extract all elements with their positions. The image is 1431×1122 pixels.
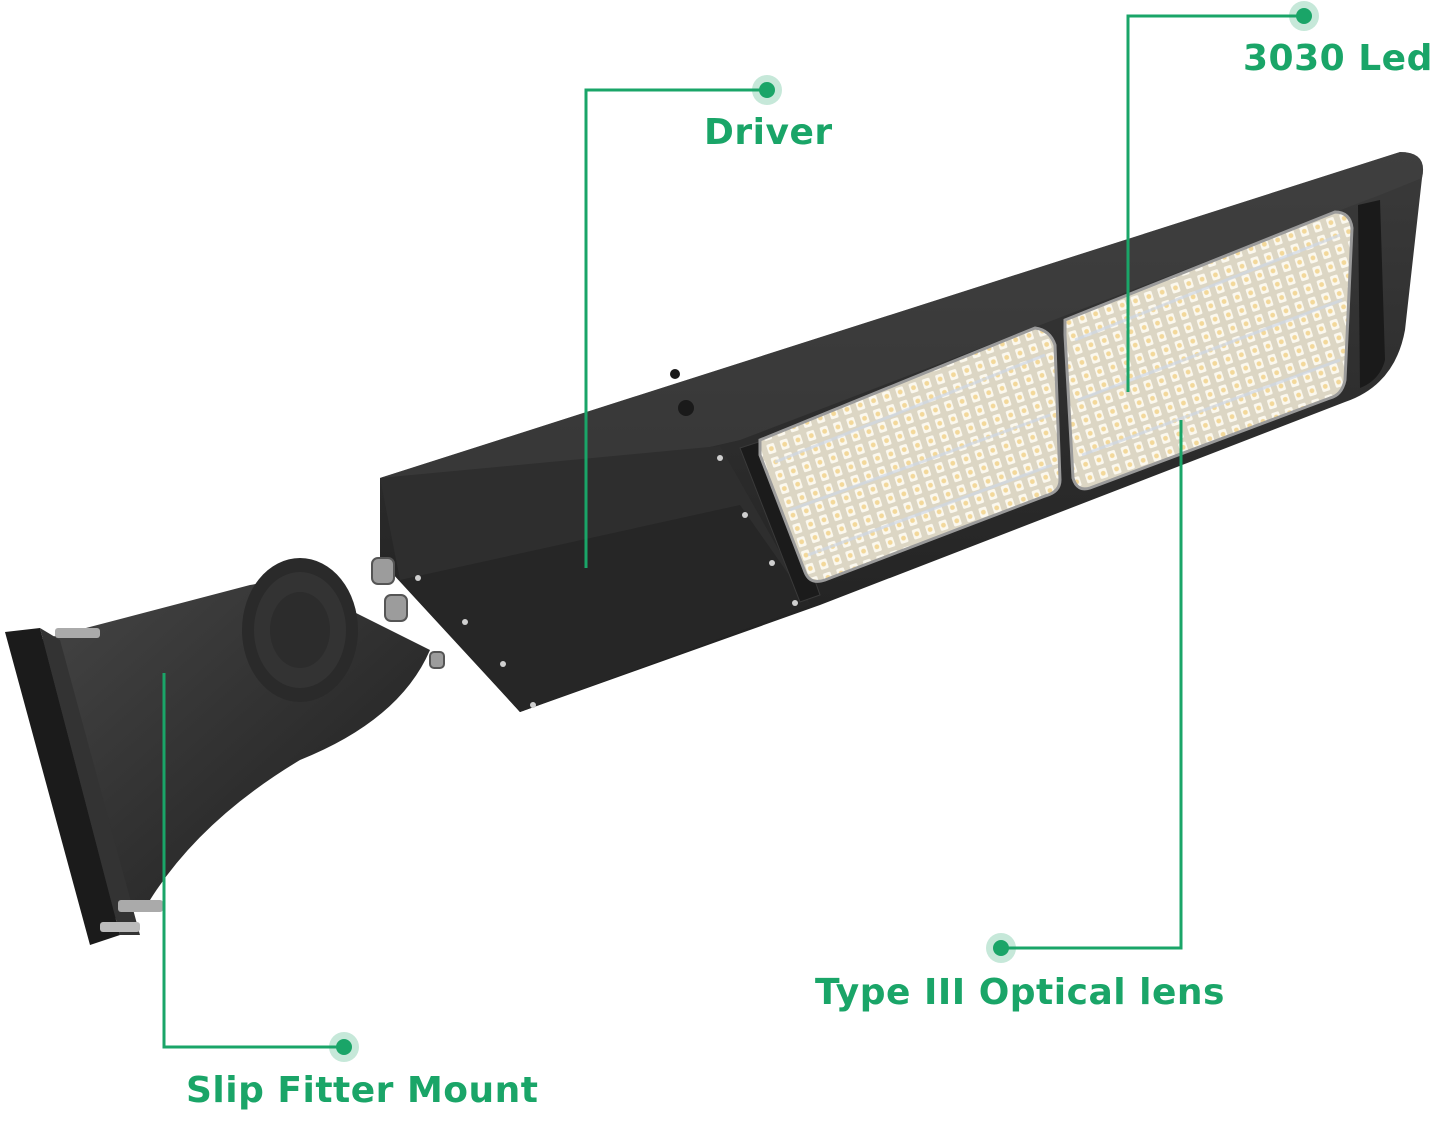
driver-box-face	[400, 505, 810, 712]
leader-lens	[1001, 420, 1183, 950]
callout-label-driver: Driver	[704, 112, 833, 153]
led-module-1	[758, 326, 1062, 583]
mount-plate	[5, 628, 120, 945]
callout-dots	[329, 1, 1319, 1062]
dot-led	[1296, 8, 1312, 24]
leader-driver	[584, 88, 767, 568]
dot-lens	[993, 940, 1009, 956]
cable-glands	[371, 557, 445, 669]
callout-label-mount: Slip Fitter Mount	[186, 1070, 539, 1111]
callout-label-lens: Type III Optical lens	[815, 972, 1225, 1013]
housing-rim	[380, 152, 1424, 520]
leader-mount	[162, 673, 344, 1049]
dot-mount	[336, 1039, 352, 1055]
leader-led	[1126, 14, 1304, 392]
callout-lines	[162, 14, 1304, 1049]
end-cap	[1358, 200, 1385, 388]
callout-label-led: 3030 Led	[1243, 38, 1431, 79]
dot-driver	[759, 82, 775, 98]
